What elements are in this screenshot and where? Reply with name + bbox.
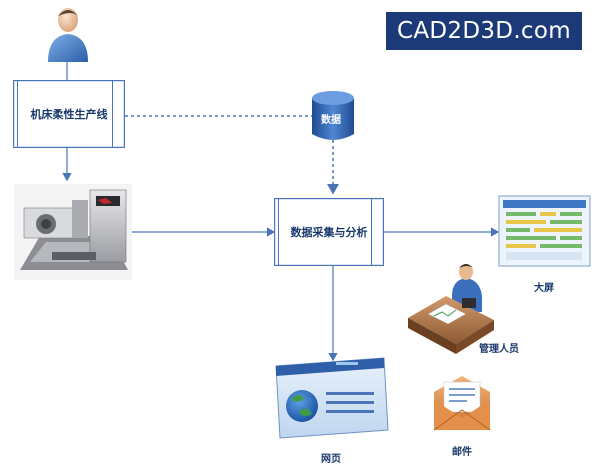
- big-screen-label: 大屏: [534, 283, 554, 294]
- manager-label: 管理人员: [479, 344, 519, 355]
- watermark-badge: CAD2D3D.com: [386, 12, 582, 50]
- webpage-label: 网页: [321, 454, 341, 465]
- database-label: 数据: [321, 115, 341, 126]
- email-label: 邮件: [452, 447, 472, 458]
- production-line-box: 机床柔性生产线: [13, 80, 125, 148]
- production-line-label: 机床柔性生产线: [30, 108, 108, 121]
- analysis-box: 数据采集与分析: [274, 198, 384, 266]
- analysis-label: 数据采集与分析: [290, 226, 368, 239]
